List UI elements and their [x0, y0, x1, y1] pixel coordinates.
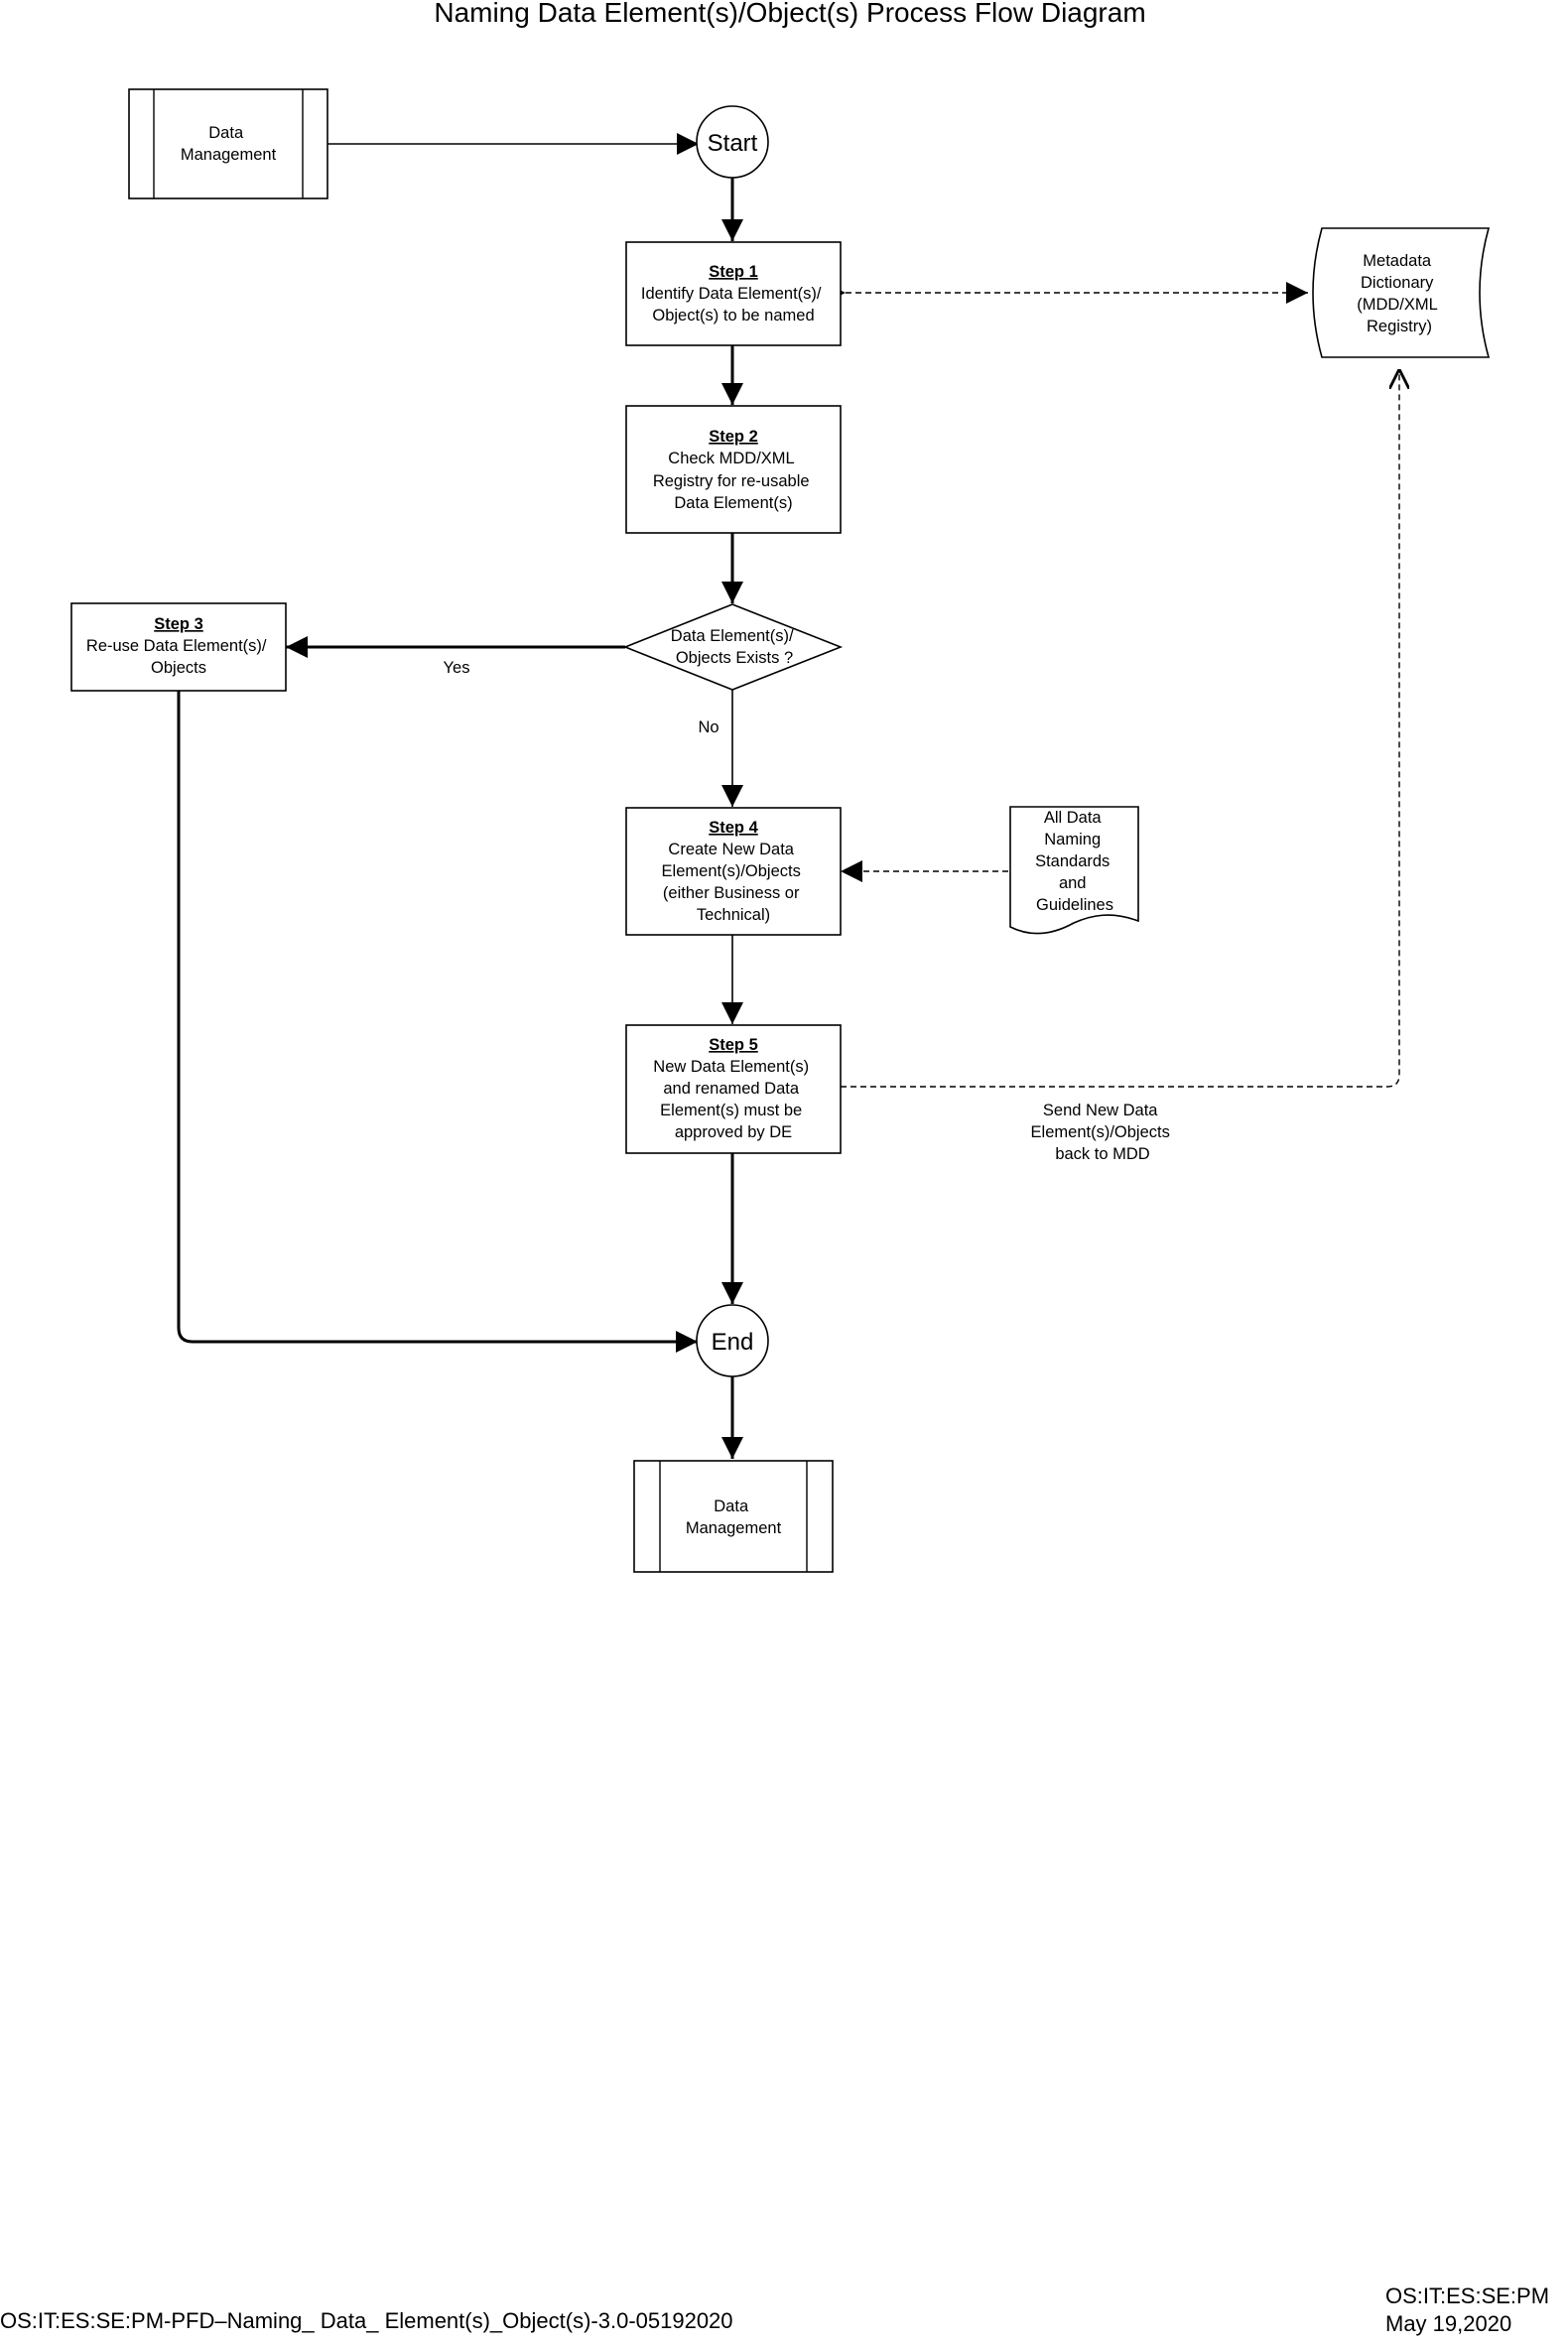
end-node: End: [696, 1304, 769, 1377]
step-2-node: Step 2 Check MDD/XML Registry for re-usa…: [625, 405, 842, 534]
start-label: Start: [708, 130, 758, 157]
data-management-top-node: Data Management: [128, 88, 328, 199]
step-3-text: Re-use Data Element(s)/ Objects: [86, 637, 271, 677]
diagram-title: Naming Data Element(s)/Object(s) Process…: [434, 0, 1145, 28]
edge-step3-to-end: [177, 691, 698, 1353]
step-4-text: Create New Data Element(s)/Objects (eith…: [662, 841, 806, 924]
step-1-node: Step 1 Identify Data Element(s)/ Object(…: [625, 241, 842, 346]
decision-text: Data Element(s)/ Objects Exists ?: [671, 627, 798, 667]
step-5-text: New Data Element(s) and renamed Data Ele…: [653, 1058, 813, 1141]
footer-date: May 19,2020: [1385, 2311, 1511, 2336]
edges: [177, 133, 1399, 1459]
step-4-heading: Step 4: [709, 819, 758, 837]
send-back-label: Send New Data Element(s)/Objects back to…: [1031, 1102, 1175, 1163]
footer-org-code: OS:IT:ES:SE:PM: [1385, 2283, 1549, 2308]
metadata-dictionary-node: Metadata Dictionary (MDD/XML Registry): [1312, 227, 1491, 358]
standards-document-text: All Data Naming Standards and Guidelines: [1035, 809, 1114, 914]
step-5-node: Step 5 New Data Element(s) and renamed D…: [625, 1024, 842, 1154]
data-management-top-line-1: Data: [208, 124, 244, 142]
data-management-bottom-label: Data Management: [686, 1498, 782, 1537]
data-management-bottom-node: Data Management: [633, 1460, 834, 1573]
start-node: Start: [696, 105, 769, 179]
no-label: No: [698, 718, 719, 736]
data-management-bottom-line-2: Management: [686, 1519, 782, 1537]
step-3-heading: Step 3: [154, 615, 203, 633]
standards-document-node: All Data Naming Standards and Guidelines: [1009, 806, 1139, 935]
step-4-node: Step 4 Create New Data Element(s)/Object…: [625, 807, 842, 936]
end-label: End: [712, 1329, 754, 1356]
step-1-text: Identify Data Element(s)/ Object(s) to b…: [641, 285, 826, 325]
step-2-text: Check MDD/XML Registry for re-usable Dat…: [653, 450, 814, 512]
data-management-top-label: Data Management: [181, 124, 277, 164]
footer-document-id: OS:IT:ES:SE:PM-PFD–Naming_ Data_ Element…: [0, 2308, 733, 2333]
step-5-heading: Step 5: [709, 1036, 758, 1054]
yes-label: Yes: [444, 659, 470, 677]
metadata-dictionary-text: Metadata Dictionary (MDD/XML Registry): [1357, 252, 1442, 335]
edge-step5-to-metadata: [841, 369, 1399, 1088]
data-management-bottom-line-1: Data: [714, 1498, 749, 1515]
decision-node: Data Element(s)/ Objects Exists ?: [622, 603, 844, 691]
step-2-heading: Step 2: [709, 428, 758, 446]
step-1-heading: Step 1: [709, 263, 758, 281]
step-3-node: Step 3 Re-use Data Element(s)/ Objects: [70, 602, 287, 692]
data-management-top-line-2: Management: [181, 146, 277, 164]
